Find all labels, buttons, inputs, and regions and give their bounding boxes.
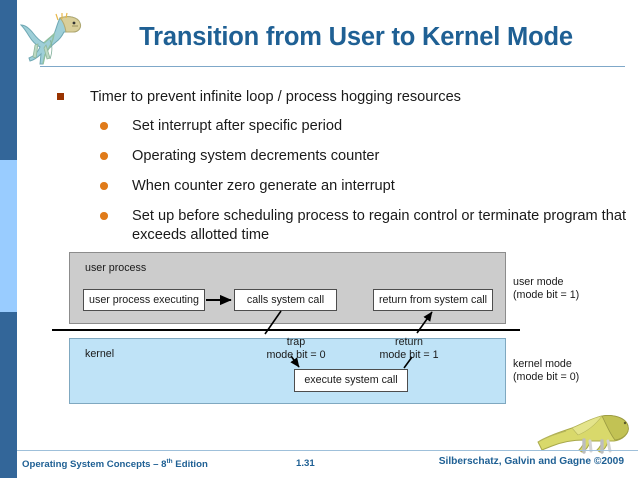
list-item-label: Timer to prevent infinite loop / process… bbox=[90, 89, 461, 105]
list-item: Timer to prevent infinite loop / process… bbox=[54, 88, 630, 106]
user-mode-detail: (mode bit = 1) bbox=[513, 289, 580, 301]
user-process-panel: user process bbox=[69, 252, 506, 324]
sauropod-dinosaur-icon bbox=[537, 415, 629, 454]
dinosaur-icon bbox=[20, 12, 81, 65]
trap-title: trap bbox=[286, 336, 306, 348]
box-return-from-system-call: return from system call bbox=[373, 289, 493, 311]
kernel-mode-detail: (mode bit = 0) bbox=[513, 371, 580, 383]
list-item-label: Set up before scheduling process to rega… bbox=[132, 208, 627, 243]
mode-divider-line bbox=[52, 329, 520, 332]
return-annotation: return mode bit = 1 bbox=[361, 336, 457, 362]
footer-divider bbox=[17, 450, 638, 451]
box-calls-system-call: calls system call bbox=[234, 289, 337, 311]
dot-bullet-icon bbox=[100, 122, 108, 130]
footer-edition-suffix: Edition bbox=[172, 459, 208, 471]
user-mode-title: user mode bbox=[513, 276, 564, 288]
kernel-panel-label: kernel bbox=[85, 348, 115, 360]
title-block: Transition from User to Kernel Mode bbox=[0, 0, 638, 72]
kernel-mode-label: kernel mode (mode bit = 0) bbox=[513, 358, 579, 384]
list-item: When counter zero generate an interrupt bbox=[54, 177, 630, 196]
list-item: Operating system decrements counter bbox=[54, 147, 630, 166]
footer-edition: Operating System Concepts – 8th Edition bbox=[22, 458, 208, 470]
return-detail: mode bit = 1 bbox=[379, 349, 439, 361]
list-item-label: Operating system decrements counter bbox=[132, 148, 380, 164]
page-title: Transition from User to Kernel Mode bbox=[139, 23, 573, 51]
square-bullet-icon bbox=[57, 93, 64, 100]
mode-transition-diagram: user process kernel user process executi… bbox=[0, 240, 638, 415]
sidebar-stripe-highlight bbox=[0, 160, 17, 312]
box-user-process-executing: user process executing bbox=[83, 289, 205, 311]
sidebar-stripe-bottom bbox=[0, 312, 17, 478]
list-item-label: When counter zero generate an interrupt bbox=[132, 178, 395, 194]
trap-annotation: trap mode bit = 0 bbox=[248, 336, 344, 362]
list-item: Set up before scheduling process to rega… bbox=[54, 207, 630, 245]
footer-copyright: Silberschatz, Galvin and Gagne ©2009 bbox=[438, 456, 624, 467]
kernel-mode-title: kernel mode bbox=[513, 358, 572, 370]
title-underline bbox=[40, 66, 625, 67]
user-mode-label: user mode (mode bit = 1) bbox=[513, 276, 579, 302]
bullet-list: Timer to prevent infinite loop / process… bbox=[54, 88, 630, 256]
user-process-panel-label: user process bbox=[85, 262, 147, 274]
dot-bullet-icon bbox=[100, 152, 108, 160]
footer-edition-prefix: Operating System Concepts – 8 bbox=[22, 459, 167, 471]
list-item: Set interrupt after specific period bbox=[54, 117, 630, 136]
return-title: return bbox=[395, 336, 423, 348]
sidebar-stripe-top bbox=[0, 0, 17, 160]
dot-bullet-icon bbox=[100, 182, 108, 190]
dot-bullet-icon bbox=[100, 212, 108, 220]
box-execute-system-call: execute system call bbox=[294, 369, 408, 392]
footer-edition-ordinal: th bbox=[166, 458, 173, 465]
list-item-label: Set interrupt after specific period bbox=[132, 118, 343, 134]
kernel-panel: kernel bbox=[69, 338, 506, 404]
diagram-arrows bbox=[206, 294, 433, 369]
slide-number: 1.31 bbox=[296, 458, 315, 469]
trap-detail: mode bit = 0 bbox=[266, 349, 326, 361]
